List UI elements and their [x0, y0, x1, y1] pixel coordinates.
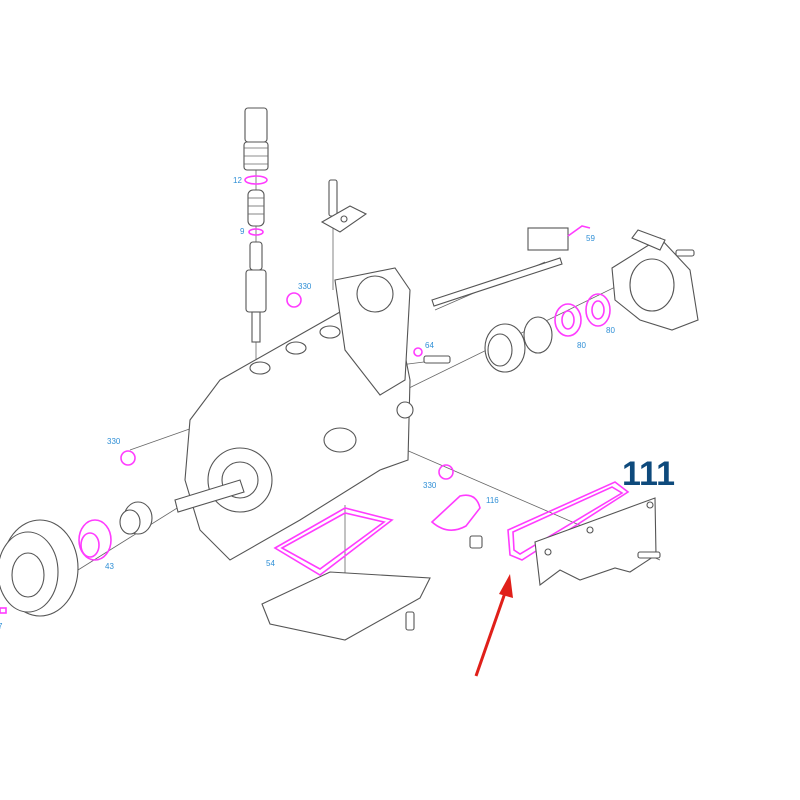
control-rod-sensor [431, 225, 591, 307]
drive-pulley [0, 519, 79, 617]
screw [405, 611, 415, 631]
washer-9 [248, 228, 264, 236]
label-54[interactable]: 54 [266, 559, 275, 568]
seals-80 [554, 293, 611, 337]
label-59[interactable]: 59 [586, 234, 595, 243]
flange-gasket-116 [430, 494, 481, 531]
label-43[interactable]: 43 [105, 562, 114, 571]
gasket-54-inner [280, 512, 386, 570]
rear-cover-plate [611, 229, 699, 331]
delivery-valve-holder [243, 107, 269, 171]
gasket-54 [273, 507, 394, 576]
label-330-right[interactable]: 330 [423, 481, 437, 490]
o-ring-12 [244, 175, 268, 185]
label-12[interactable]: 12 [233, 176, 242, 185]
highlight-part-number: 111 [622, 455, 675, 493]
seal-43 [78, 519, 112, 561]
delivery-valve [245, 241, 267, 343]
label-80-b[interactable]: 80 [606, 326, 615, 335]
side-cover-plate [534, 497, 661, 587]
nut [469, 535, 483, 549]
washer-330-top [286, 292, 302, 308]
label-64[interactable]: 64 [425, 341, 434, 350]
cover-gasket-111 [507, 481, 630, 561]
label-116[interactable]: 116 [486, 496, 499, 505]
label-330-top[interactable]: 330 [298, 282, 312, 291]
label-7[interactable]: 7 [0, 622, 3, 631]
pump-housing [174, 267, 414, 561]
bottom-cover [261, 571, 431, 641]
red-arrow-indicator [474, 574, 513, 677]
bearing [484, 316, 553, 373]
washer-330-right [438, 464, 454, 480]
washer-64 [413, 347, 423, 357]
part-7 [0, 607, 7, 614]
cover-gasket-111-inner [512, 486, 624, 555]
needle-bearing [119, 501, 153, 535]
bolt-64 [423, 355, 451, 364]
label-80-a[interactable]: 80 [577, 341, 586, 350]
spring [247, 189, 265, 227]
washer-330-left [120, 450, 136, 466]
bolt-bracket [320, 179, 368, 233]
label-9[interactable]: 9 [240, 227, 245, 236]
label-330-left[interactable]: 330 [107, 437, 121, 446]
